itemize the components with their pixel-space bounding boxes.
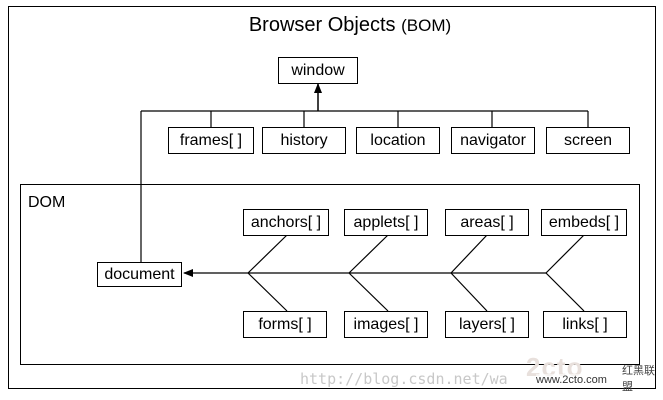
layers-node: layers[ ] xyxy=(445,311,529,338)
screen-node: screen xyxy=(546,127,630,154)
title-sub: (BOM) xyxy=(401,16,452,35)
embeds-branch-top xyxy=(545,234,585,274)
areas-node: areas[ ] xyxy=(445,209,529,236)
window-node: window xyxy=(278,57,358,84)
navigator-node: navigator xyxy=(451,127,535,154)
title-main: Browser Objects xyxy=(248,14,396,36)
anchors-node: anchors[ ] xyxy=(243,209,329,236)
diagram-title: Browser Objects (BOM) xyxy=(0,14,663,37)
logo-url: www.2cto.com xyxy=(536,374,607,386)
frames-node: frames[ ] xyxy=(168,127,254,154)
embeds-node: embeds[ ] xyxy=(541,209,627,236)
images-branch-bottom xyxy=(348,272,389,312)
links-node: links[ ] xyxy=(543,311,627,338)
anchors-branch-top xyxy=(247,234,288,274)
bom-outer-frame xyxy=(8,6,656,389)
dom-label: DOM xyxy=(28,194,66,211)
forms-branch-bottom xyxy=(247,272,288,312)
site-logo-watermark: 2cto www.2cto.com 红黑联盟 xyxy=(526,352,658,393)
document-node: document xyxy=(97,262,182,287)
applets-branch-top xyxy=(348,234,389,274)
forms-node: forms[ ] xyxy=(243,311,327,338)
csdn-watermark: http://blog.csdn.net/wa xyxy=(300,370,508,388)
logo-chinese-text: 红黑联盟 xyxy=(622,365,655,393)
location-node: location xyxy=(356,127,440,154)
history-node: history xyxy=(262,127,346,154)
dom-frame xyxy=(20,184,640,365)
layers-branch-bottom xyxy=(450,272,488,312)
links-branch-bottom xyxy=(545,272,585,312)
images-node: images[ ] xyxy=(344,311,428,338)
areas-branch-top xyxy=(450,234,488,274)
applets-node: applets[ ] xyxy=(344,209,428,236)
